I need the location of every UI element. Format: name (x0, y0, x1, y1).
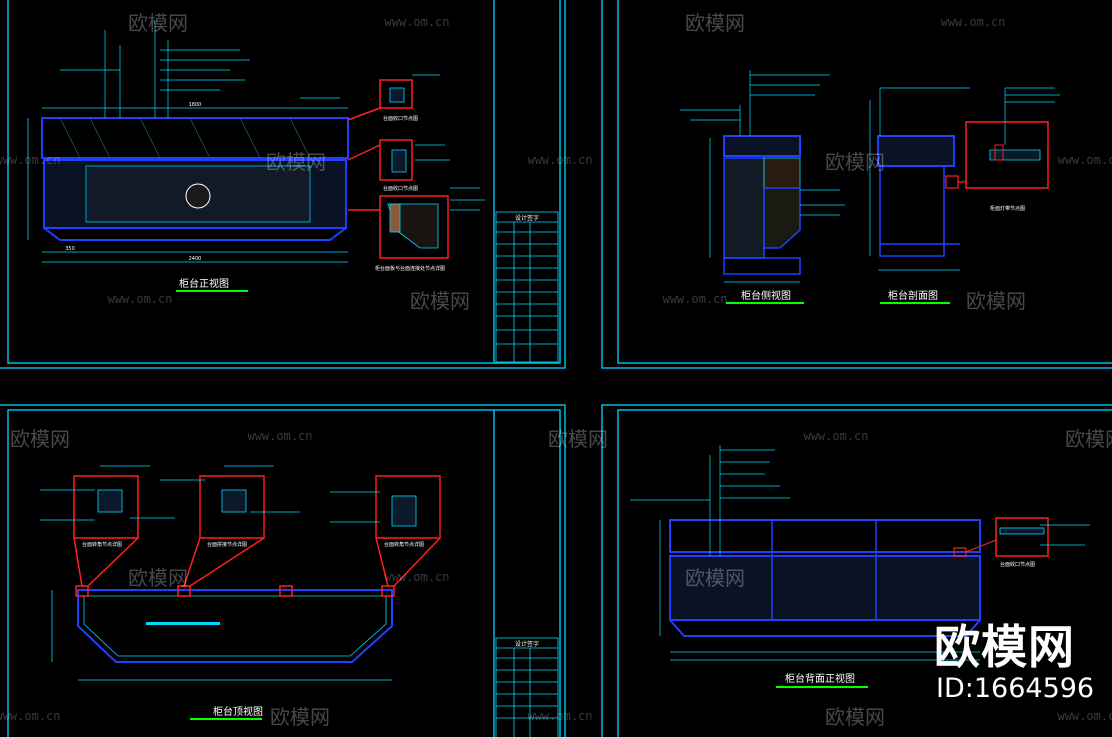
back-view-title: 柜台背面正视图 (785, 672, 855, 685)
watermark-url: www.om.cn (0, 709, 61, 723)
watermark-brand: 欧模网 (685, 11, 745, 35)
watermarks: 欧模网 欧模网 欧模网 欧模网 欧模网 欧模网 欧模网 欧模网 欧模网 欧模网 … (10, 11, 1112, 729)
watermark-brand: 欧模网 (548, 427, 608, 451)
top-view-leaders (40, 465, 380, 523)
watermark-url: www.om.cn (1057, 709, 1112, 723)
dim-length: 2400 (189, 256, 202, 262)
watermark-url: www.om.cn (527, 153, 592, 167)
top-view-title: 柜台顶视图 (213, 705, 263, 718)
watermark-brand: 欧模网 (128, 566, 188, 590)
watermark-url: www.om.cn (247, 429, 312, 443)
top-view-details (73, 475, 441, 597)
watermark-brand: 欧模网 (685, 566, 745, 590)
top-view-drawing (51, 589, 393, 681)
back-view-drawing (630, 445, 981, 661)
watermark-url: www.om.cn (527, 709, 592, 723)
watermark-url: www.om.cn (0, 153, 61, 167)
watermark-url: www.om.cn (107, 292, 172, 306)
watermark-brand: 欧模网 (1065, 427, 1112, 451)
top-view-detail-content (97, 489, 417, 527)
watermark-brand: 欧模网 (966, 289, 1026, 313)
watermark-brand: 欧模网 (270, 705, 330, 729)
watermark-url: www.om.cn (384, 15, 449, 29)
section-view-title: 柜台剖面图 (888, 289, 938, 302)
model-id: ID:1664596 (936, 673, 1095, 704)
side-view-title: 柜台侧视图 (741, 289, 791, 302)
front-view-title: 柜台正视图 (179, 277, 229, 290)
title-block-header-2: 设计签字 (515, 640, 539, 648)
detail-label-2: 台面收口节点图 (383, 185, 418, 192)
watermark-url: www.om.cn (1057, 153, 1112, 167)
title-block-bottom (495, 637, 559, 737)
dim-end: 350 (65, 246, 75, 252)
watermark-brand: 欧模网 (410, 289, 470, 313)
watermark-url: www.om.cn (384, 570, 449, 584)
side-view-detail (945, 87, 1060, 189)
watermark-brand: 欧模网 (10, 427, 70, 451)
front-view-details (347, 79, 449, 259)
detail-label-1: 台面收口节点图 (383, 115, 418, 122)
front-view-drawing: 2400 1800 350 (27, 20, 349, 263)
watermark-url: www.om.cn (940, 15, 1005, 29)
top-detail-label-2: 台面拼接节点详图 (207, 541, 247, 548)
title-block-top (495, 211, 559, 363)
watermark-url: www.om.cn (662, 292, 727, 306)
back-detail-label: 台面收口节点图 (1000, 561, 1035, 568)
side-view-drawing (680, 70, 845, 283)
brand-stamp: 欧模网 (934, 620, 1075, 674)
watermark-brand: 欧模网 (825, 705, 885, 729)
watermark-brand: 欧模网 (128, 11, 188, 35)
section-view-drawing (869, 87, 970, 271)
front-view-detail-content (387, 74, 485, 249)
side-detail-label: 柜面灯带节点图 (990, 205, 1025, 212)
back-view-detail (953, 517, 1090, 557)
watermark-brand: 欧模网 (825, 150, 885, 174)
watermark-urls: www.om.cn www.om.cn www.om.cn www.om.cn … (0, 15, 1112, 723)
watermark-url: www.om.cn (803, 429, 868, 443)
detail-label-3: 柜台面板与台面连接处节点详图 (375, 265, 445, 272)
dim-inner: 1800 (189, 102, 202, 108)
top-detail-label-3: 台面转角节点详图 (384, 541, 424, 548)
title-block-header: 设计签字 (515, 214, 539, 222)
top-detail-label-1: 台面转角节点详图 (82, 541, 122, 548)
watermark-brand: 欧模网 (266, 150, 326, 174)
